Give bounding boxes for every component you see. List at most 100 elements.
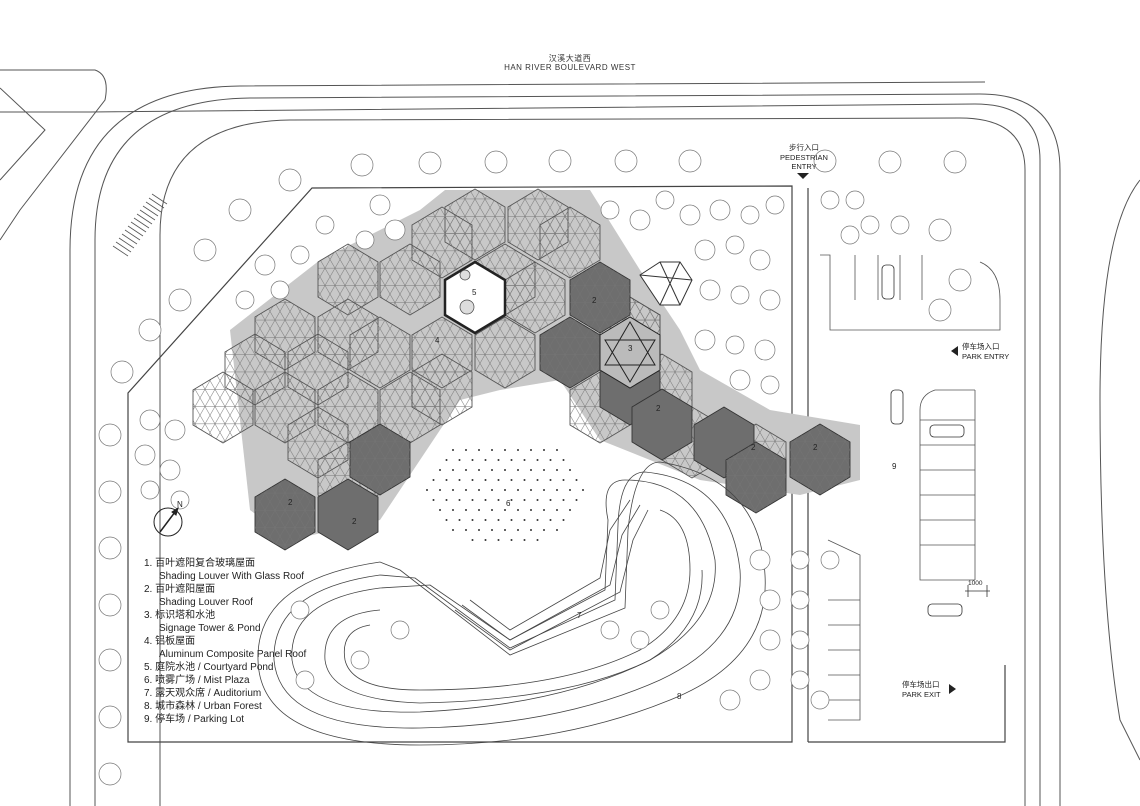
courtyard-pond [443, 260, 507, 335]
mist-nozzle-dot [530, 449, 532, 451]
legend-item: 7. 露天观众席 / Auditorium [144, 688, 262, 699]
legend-item: 6. 喷雾广场 / Mist Plaza [144, 675, 250, 686]
mist-nozzle-dot [458, 499, 461, 501]
mist-nozzle-dot [569, 469, 571, 471]
mist-nozzle-dot [530, 509, 532, 511]
mist-nozzle-dot [530, 469, 532, 471]
plan-number-5: 5 [472, 288, 477, 297]
mist-nozzle-dot [491, 469, 493, 471]
mist-nozzle-dot [549, 459, 552, 461]
mist-nozzle-dot [471, 499, 474, 501]
mist-nozzle-dot [543, 509, 545, 511]
mist-nozzle-dot [517, 529, 519, 531]
road-name-en: HAN RIVER BOULEVARD WEST [504, 63, 636, 72]
mist-nozzle-dot [504, 449, 506, 451]
park-exit-cn: 停车场出口 [902, 680, 940, 689]
mist-nozzle-dot [497, 539, 500, 541]
mist-nozzle-dot [465, 469, 467, 471]
north-arrow [153, 506, 183, 537]
mist-nozzle-dot [452, 469, 454, 471]
mist-nozzle-dot [465, 509, 467, 511]
triangle-canopy [639, 261, 693, 306]
mist-nozzle-dot [484, 519, 487, 521]
mist-nozzle-dot [504, 469, 506, 471]
legend-item: 1. 百叶遮阳复合玻璃屋面 [144, 558, 256, 569]
mist-nozzle-dot [510, 519, 513, 521]
park-entry-en: PARK ENTRY [962, 352, 1010, 361]
legend: 1. 百叶遮阳复合玻璃屋面 Shading Louver With Glass … [144, 557, 306, 726]
mist-nozzle-dot [543, 529, 545, 531]
plan-number-2: 2 [592, 296, 597, 305]
mist-nozzle-dot [549, 519, 552, 521]
pedestrian-entry-en-1: PEDESTRIAN [780, 153, 828, 162]
mist-nozzle-dot [510, 459, 513, 461]
mist-nozzle-dot [510, 499, 513, 501]
mist-nozzle-dot [484, 479, 487, 481]
mist-nozzle-dot [562, 459, 565, 461]
mist-nozzle-dot [465, 529, 467, 531]
plan-number-8: 8 [677, 692, 682, 701]
mist-nozzle-dot [497, 499, 500, 501]
mist-nozzle-dot [504, 509, 506, 511]
legend-item-en: Shading Louver Roof [159, 597, 253, 608]
mist-nozzle-dot [562, 499, 565, 501]
mist-nozzle-dot [452, 529, 454, 531]
legend-item: 5. 庭院水池 / Courtyard Pond [144, 662, 274, 673]
mist-nozzle-dot [465, 489, 467, 491]
mist-nozzle-dot [439, 469, 441, 471]
legend-item: 4. 铝板屋面 [144, 636, 196, 647]
plan-number-4: 4 [435, 336, 440, 345]
mist-nozzle-dot [510, 539, 513, 541]
mist-nozzle-dot [478, 469, 480, 471]
mist-nozzle-dot [536, 479, 539, 481]
mist-nozzle-dot [478, 449, 480, 451]
mist-nozzle-dot [543, 469, 545, 471]
mist-nozzle-dot [439, 489, 441, 491]
mist-nozzle-dot [517, 489, 519, 491]
dimension-line [965, 585, 990, 597]
mist-nozzle-dot [510, 479, 513, 481]
mist-nozzle-dot [484, 459, 487, 461]
mist-nozzle-dot [549, 499, 552, 501]
mist-nozzle-dot [471, 459, 474, 461]
mist-nozzle-dot [452, 449, 454, 451]
plan-number-7: 7 [577, 611, 582, 620]
mist-nozzle-dot [582, 489, 584, 491]
plan-number-2: 2 [751, 443, 756, 452]
mist-nozzle-dot [536, 539, 539, 541]
pedestrian-entry-cn: 步行入口 [789, 143, 819, 152]
plan-number-6: 6 [506, 499, 511, 508]
mist-nozzle-dot [556, 489, 558, 491]
mist-nozzle-dot [491, 449, 493, 451]
legend-item: 9. 停车场 / Parking Lot [144, 714, 245, 725]
parked-cars [881, 264, 965, 617]
mist-nozzle-dot [523, 499, 526, 501]
legend-item: 8. 城市森林 / Urban Forest [144, 701, 262, 712]
plan-number-2: 2 [288, 498, 293, 507]
mist-nozzle-dot [491, 529, 493, 531]
mist-nozzle-dot [517, 469, 519, 471]
mist-nozzle-dot [549, 479, 552, 481]
mist-nozzle-dot [523, 479, 526, 481]
north-label: N [177, 500, 183, 509]
mist-nozzle-dot [543, 449, 545, 451]
mist-nozzle-dot [458, 519, 461, 521]
plan-number-2: 2 [656, 404, 661, 413]
legend-item-en: Aluminum Composite Panel Roof [159, 649, 307, 660]
auditorium [257, 461, 766, 746]
plan-number-9: 9 [892, 462, 897, 471]
mist-nozzle-dot [426, 489, 428, 491]
mist-nozzle-dot [523, 539, 526, 541]
mist-nozzle-dot [491, 509, 493, 511]
mist-nozzle-dot [465, 449, 467, 451]
mist-nozzle-dot [452, 509, 454, 511]
mist-nozzle-dot [471, 519, 474, 521]
legend-item: 2. 百叶遮阳屋面 [144, 584, 216, 595]
legend-item-en: Signage Tower & Pond [159, 623, 261, 634]
mist-nozzle-dot [562, 479, 565, 481]
mist-nozzle-dot [478, 489, 480, 491]
mist-nozzle-dot [556, 469, 558, 471]
mist-nozzle-dot [497, 459, 500, 461]
mist-nozzle-dot [432, 479, 435, 481]
